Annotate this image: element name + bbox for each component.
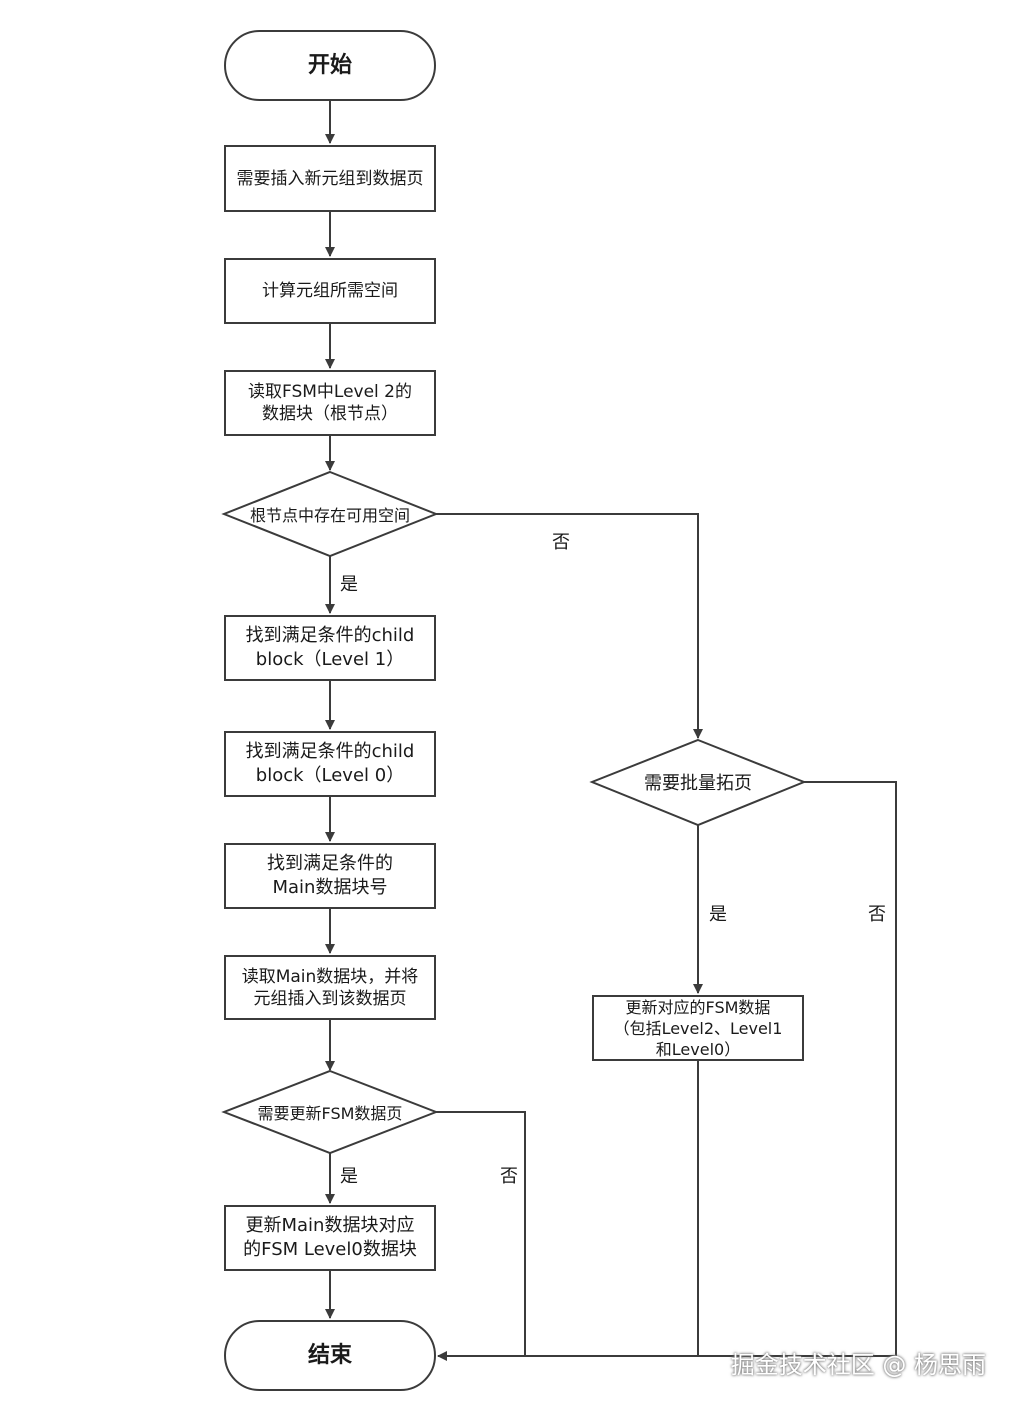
end-node: 结束 [224,1320,436,1391]
need-extend-label: 需要批量拓页 [644,773,752,794]
fsm-yes-label: 是 [340,1166,358,1187]
diamond-need-update-fsm [221,1069,439,1155]
update-fsm-all-node: 更新对应的FSM数据 （包括Level2、Level1 和Level0） [592,995,804,1061]
need-update-fsm-label: 需要更新FSM数据页 [257,1104,403,1123]
fsm-no-label: 否 [500,1166,518,1187]
line-fsm-no [436,1111,526,1356]
line-extend-no [804,781,897,1356]
diamond-need-extend [589,738,807,827]
arrow-root-no-to-extend [436,513,703,739]
watermark-text: 掘金技术社区 @ 杨思雨 [730,1351,986,1379]
find-level0-node: 找到满足条件的child block（Level 0） [224,731,436,797]
diamond-root-has-space [221,470,439,558]
extend-no-label: 否 [868,904,886,925]
read-main-node: 读取Main数据块，并将 元组插入到该数据页 [224,955,436,1020]
start-node: 开始 [224,30,436,101]
calc-space-node: 计算元组所需空间 [224,258,436,324]
find-main-node: 找到满足条件的 Main数据块号 [224,843,436,909]
root-no-label: 否 [552,532,570,553]
update-level0-node: 更新Main数据块对应 的FSM Level0数据块 [224,1205,436,1271]
find-level1-node: 找到满足条件的child block（Level 1） [224,615,436,681]
extend-yes-label: 是 [709,904,727,925]
root-yes-label: 是 [340,574,358,595]
read-level2-node: 读取FSM中Level 2的 数据块（根节点） [224,370,436,436]
insert-need-node: 需要插入新元组到数据页 [224,145,436,212]
root-has-space-label: 根节点中存在可用空间 [249,506,410,525]
